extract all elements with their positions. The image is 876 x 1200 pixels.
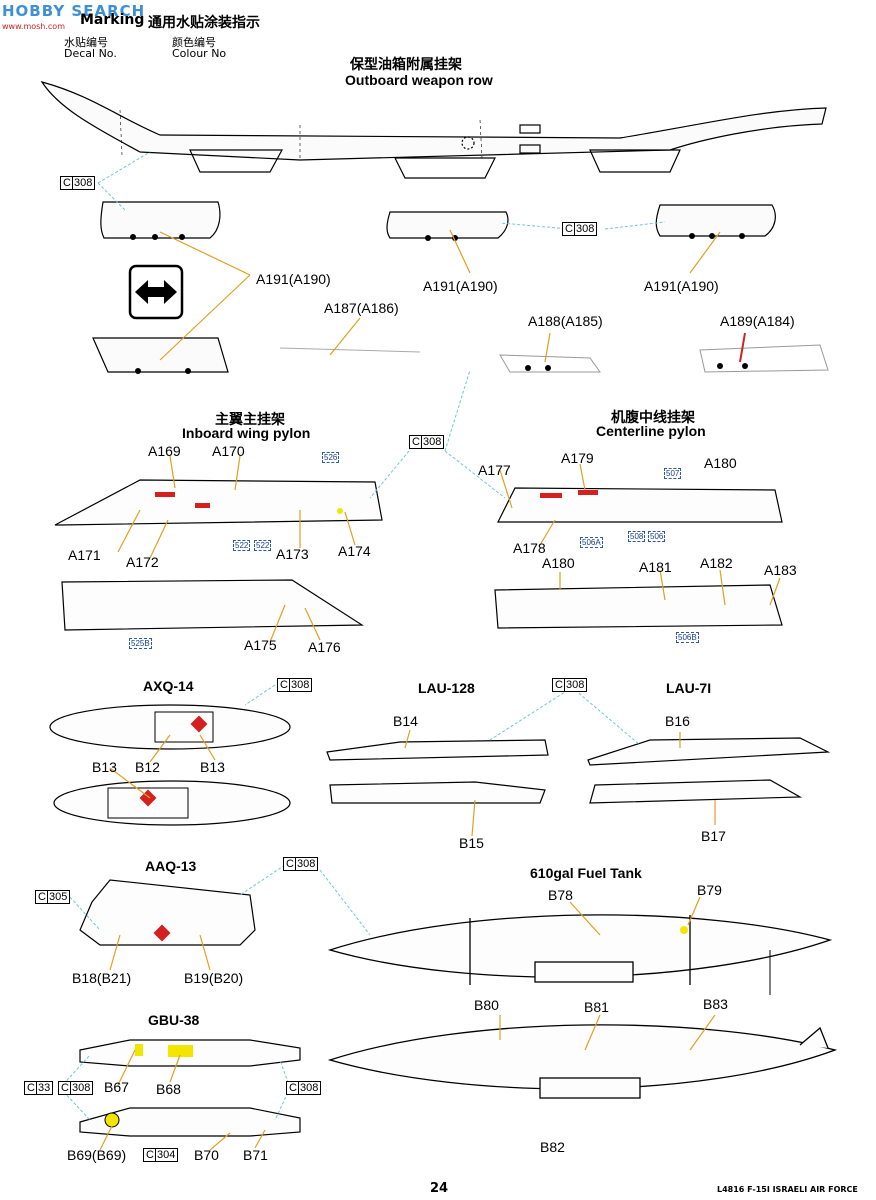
aaq13-title: AAQ-13 [145, 858, 197, 874]
outboard-title-en: Outboard weapon row [345, 72, 493, 88]
decal-b68: B68 [156, 1081, 181, 1097]
decal-b70: B70 [194, 1147, 219, 1163]
decal-a182: A182 [700, 555, 733, 571]
paint-code-522b: 522 [254, 540, 272, 551]
decal-a178: A178 [513, 540, 546, 556]
decal-a176: A176 [308, 639, 341, 655]
conformal-tank-drawing [40, 81, 827, 179]
faint-pylon-row3 [279, 344, 829, 373]
decal-a189: A189(A184) [720, 313, 795, 329]
gbu38-title: GBU-38 [148, 1012, 200, 1028]
inboard-title-en: Inboard wing pylon [182, 425, 311, 441]
decal-b14: B14 [393, 713, 418, 729]
decal-a191-2: A191(A190) [423, 278, 498, 294]
decal-a170: A170 [212, 443, 245, 459]
decal-a173: A173 [276, 546, 309, 562]
paint-code-508: 508 [628, 531, 646, 542]
colour-ref-lines [59, 151, 666, 1121]
decal-b80: B80 [474, 997, 499, 1013]
decal-b15: B15 [459, 835, 484, 851]
colour-no-en: Colour No [172, 47, 227, 60]
centerline-title-cn: 机腹中线挂架 [611, 409, 695, 425]
paint-code-506: 506 [648, 531, 666, 542]
decal-a191-3: A191(A190) [644, 278, 719, 294]
pylon-drawings-row2 [92, 201, 776, 373]
paint-code-507: 507 [664, 468, 682, 479]
decal-b19: B19(B20) [184, 970, 244, 986]
decal-b13-left: B13 [92, 759, 117, 775]
decal-b16: B16 [665, 713, 690, 729]
watermark-logo: HOBBY SEARCH [2, 2, 145, 20]
centerline-pylon-drawing [494, 487, 783, 629]
decal-a179: A179 [561, 450, 594, 466]
lau7-title: LAU-7I [666, 680, 712, 696]
axq14-pods [49, 704, 291, 826]
decal-a191-1: A191(A190) [256, 271, 331, 287]
launcher-rails [326, 737, 831, 804]
decal-a175: A175 [244, 637, 277, 653]
header-title-cn: 通用水贴涂装指示 [148, 15, 260, 31]
decal-b67: B67 [104, 1079, 129, 1095]
decal-a180-bottom: A180 [542, 555, 575, 571]
paint-code-526: 526 [322, 452, 340, 463]
watermark-brand: www.mosh.com [2, 22, 65, 31]
decal-no-en: Decal No. [64, 47, 117, 60]
decal-b78: B78 [548, 887, 573, 903]
decal-a171: A171 [68, 547, 101, 563]
paint-code-522a: 522 [233, 540, 251, 551]
decal-a180-top: A180 [704, 455, 737, 471]
decal-a181: A181 [639, 559, 672, 575]
decal-a174: A174 [338, 543, 371, 559]
decal-b69: B69(B69) [67, 1147, 127, 1163]
paint-code-506b: 506B [676, 632, 699, 643]
page-number: 24 [430, 1181, 449, 1196]
decal-a177: A177 [478, 462, 511, 478]
decal-no-cn: 水贴编号 [64, 36, 108, 49]
colour-no-cn: 颜色编号 [172, 36, 216, 49]
footer-kit-code: L4816 F-15I ISRAELI AIR FORCE [717, 1185, 858, 1194]
watermark-text: HOBBY SEARCH [2, 2, 146, 20]
decal-b81: B81 [584, 999, 609, 1015]
header-title-en: Marking [80, 12, 145, 28]
axq14-title: AXQ-14 [143, 678, 194, 694]
decal-a183: A183 [764, 562, 797, 578]
decal-b79: B79 [697, 882, 722, 898]
aaq13-pod-drawing [79, 879, 256, 946]
decal-a172: A172 [126, 554, 159, 570]
decal-a187: A187(A186) [324, 300, 399, 316]
decal-b82: B82 [540, 1139, 565, 1155]
decal-b13-right: B13 [200, 759, 225, 775]
lau128-title: LAU-128 [418, 680, 475, 696]
fuel-tank-title: 610gal Fuel Tank [530, 865, 642, 881]
decal-b71: B71 [243, 1147, 268, 1163]
decal-b18: B18(B21) [72, 970, 132, 986]
decal-a188: A188(A185) [528, 313, 603, 329]
paint-code-525b: 525B [129, 638, 152, 649]
decal-a169: A169 [148, 443, 181, 459]
centerline-title-en: Centerline pylon [596, 423, 706, 439]
inboard-title-cn: 主翼主挂架 [215, 411, 285, 427]
fuel-tank-drawings [327, 914, 838, 1099]
decal-b17: B17 [701, 828, 726, 844]
inboard-pylon-drawing [54, 479, 383, 631]
double-arrow-icon [128, 264, 184, 320]
outboard-title-cn: 保型油箱附属挂架 [350, 56, 462, 72]
paint-code-506a: 506A [580, 537, 603, 548]
decal-b12: B12 [135, 759, 160, 775]
decal-b83: B83 [703, 996, 728, 1012]
